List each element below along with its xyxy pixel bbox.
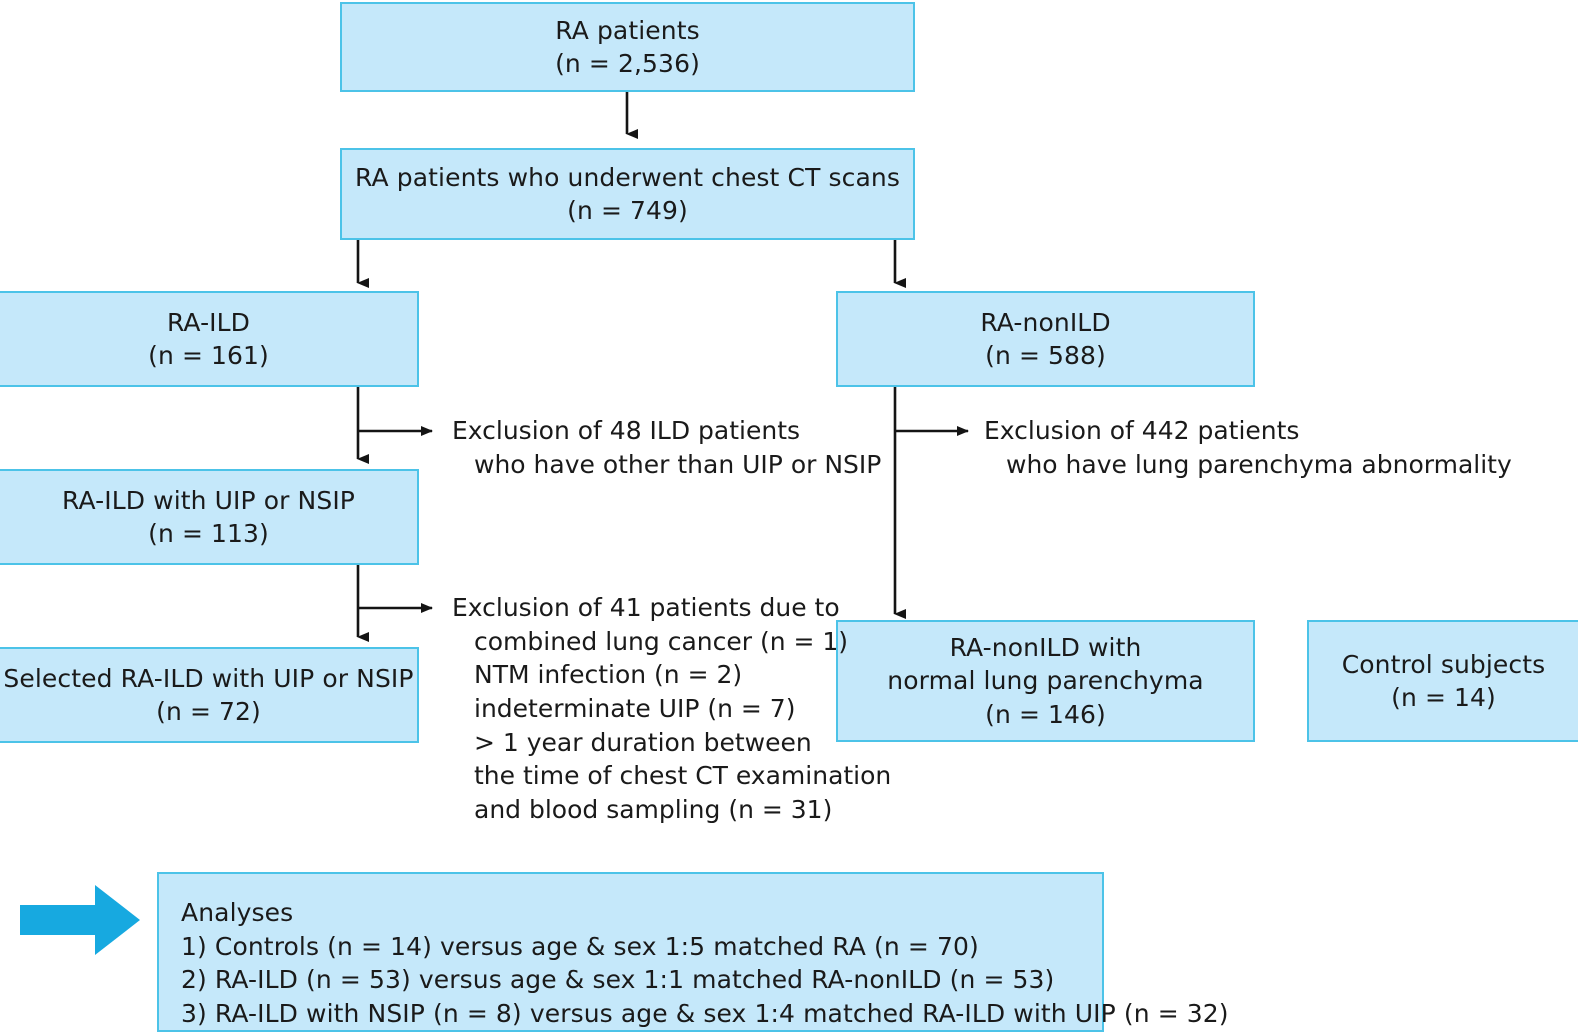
box-ra-nonild-normal-parenchyma: RA-nonILD with normal lung parenchyma (n… (836, 620, 1255, 742)
box-ra-ild: RA-ILD (n = 161) (0, 291, 419, 387)
exclusion-ild-other: Exclusion of 48 ILD patients who have ot… (452, 414, 881, 481)
box-ra-ild-line1: RA-ILD (166, 307, 251, 337)
analyses-heading: Analyses (181, 898, 294, 927)
box-control-subjects-line1: Control subjects (1341, 649, 1546, 679)
exclusion-selected-41-line6: the time of chest CT examination (474, 761, 892, 791)
exclusion-selected-41-line3: NTM infection (n = 2) (474, 660, 743, 690)
box-ra-ild-with-uip-or-nsip: RA-ILD with UIP or NSIP (n = 113) (0, 469, 419, 565)
box-ra-patients: RA patients (n = 2,536) (340, 2, 915, 92)
analyses-item-1: 1) Controls (n = 14) versus age & sex 1:… (181, 931, 979, 961)
box-ra-nonild-line2: (n = 588) (985, 341, 1106, 370)
exclusion-selected-41-line1: Exclusion of 41 patients due to (452, 593, 840, 622)
box-selected-ra-ild: Selected RA-ILD with UIP or NSIP (n = 72… (0, 647, 419, 743)
box-ra-nonild-normal-line3: (n = 146) (985, 699, 1106, 729)
analyses-item-3: 3) RA-ILD with NSIP (n = 8) versus age &… (181, 998, 1229, 1028)
box-control-subjects: Control subjects (n = 14) (1307, 620, 1578, 742)
box-selected-ra-ild-line2: (n = 72) (156, 697, 261, 726)
box-ra-ild-uip-nsip-line2: (n = 113) (148, 519, 269, 548)
exclusion-nonild-abnormal-line1: Exclusion of 442 patients (984, 416, 1300, 445)
analyses-pointer-arrow (20, 885, 140, 955)
exclusion-selected-41-line2: combined lung cancer (n = 1) (474, 626, 849, 656)
box-ra-nonild-normal-line2: normal lung parenchyma (887, 666, 1204, 696)
box-ra-patients-chest-ct: RA patients who underwent chest CT scans… (340, 148, 915, 240)
box-ra-nonild-line1: RA-nonILD (980, 307, 1111, 337)
box-ra-ct-line2: (n = 749) (567, 196, 688, 225)
box-ra-ild-uip-nsip-line1: RA-ILD with UIP or NSIP (62, 485, 355, 515)
exclusion-ild-other-line1: Exclusion of 48 ILD patients (452, 416, 801, 445)
exclusion-selected-41-line5: > 1 year duration between (474, 727, 812, 757)
exclusion-ild-other-line2: who have other than UIP or NSIP (474, 449, 882, 479)
analyses-item-2: 2) RA-ILD (n = 53) versus age & sex 1:1 … (181, 965, 1055, 994)
exclusion-selected-41: Exclusion of 41 patients due to combined… (452, 591, 891, 826)
box-ra-ild-line2: (n = 161) (148, 341, 269, 370)
box-analyses: Analyses 1) Controls (n = 14) versus age… (157, 872, 1229, 1032)
box-ra-nonild: RA-nonILD (n = 588) (836, 291, 1255, 387)
exclusion-nonild-abnormal: Exclusion of 442 patients who have lung … (984, 414, 1512, 481)
box-ra-patients-line2: (n = 2,536) (555, 49, 700, 78)
box-ra-nonild-normal-line1: RA-nonILD with (949, 633, 1142, 663)
exclusion-nonild-abnormal-line2: who have lung parenchyma abnormality (1006, 449, 1512, 479)
exclusion-selected-41-line4: indeterminate UIP (n = 7) (474, 693, 796, 723)
box-selected-ra-ild-line1: Selected RA-ILD with UIP or NSIP (3, 663, 414, 693)
box-ra-ct-line1: RA patients who underwent chest CT scans (355, 162, 900, 192)
box-control-subjects-line2: (n = 14) (1391, 683, 1496, 712)
exclusion-selected-41-line7: and blood sampling (n = 31) (474, 794, 833, 824)
box-ra-patients-line1: RA patients (555, 15, 700, 45)
